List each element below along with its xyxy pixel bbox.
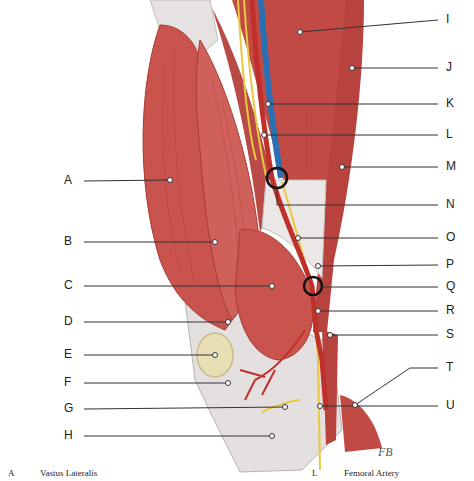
highlight-circle	[267, 168, 287, 188]
callout-letter: G	[64, 402, 73, 416]
callout-letter: S	[446, 328, 454, 342]
callout-letter: F	[64, 376, 71, 390]
muscle-fibres	[163, 20, 307, 285]
callout-letter: J	[446, 61, 452, 75]
callout-letter: C	[64, 279, 73, 293]
key-text: Vastus Lateralis	[40, 468, 97, 478]
callout-letter: L	[446, 128, 453, 142]
callout-letter: E	[64, 348, 72, 362]
callout-letter: B	[64, 235, 72, 249]
leader-line	[84, 20, 438, 436]
artist-signature: FB	[378, 446, 393, 460]
highlight-circle	[304, 277, 322, 295]
callout-letter: I	[446, 13, 449, 27]
callout-letter: H	[64, 429, 73, 443]
callout-letter: M	[446, 160, 456, 174]
key-letter: L	[312, 468, 318, 478]
key-text: Femoral Artery	[344, 468, 399, 478]
callout-letter: T	[446, 361, 453, 375]
leader-dot	[168, 30, 358, 439]
callout-letter: N	[446, 198, 455, 212]
callout-letter: K	[446, 97, 454, 111]
callout-letter: D	[64, 315, 73, 329]
muscle	[340, 395, 382, 452]
nerve	[238, 0, 320, 470]
key-letter: A	[8, 468, 15, 478]
genicular-artery	[240, 330, 305, 400]
callout-letter: Q	[446, 280, 455, 294]
callout-letter: R	[446, 304, 455, 318]
callout-letter: P	[446, 258, 454, 272]
callout-letter: A	[64, 174, 72, 188]
femoral-vein	[261, 0, 281, 178]
callout-letter: O	[446, 231, 455, 245]
callout-letter: U	[446, 399, 455, 413]
